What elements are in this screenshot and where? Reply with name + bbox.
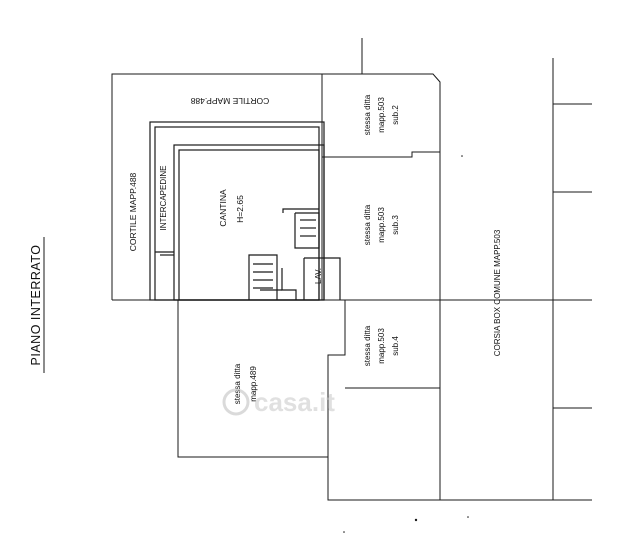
cellar-name-label: CANTINA — [218, 189, 228, 227]
neighbor-sub4: stessa ditta mapp.503 sub.4 — [363, 325, 400, 366]
casa-watermark: casa.it — [222, 387, 335, 417]
neighbor-sub2: stessa ditta mapp.503 sub.2 — [363, 94, 400, 135]
neighbor-line: sub.3 — [391, 215, 400, 235]
corridor-label: CORSIA BOX COMUNE MAPP.503 — [493, 229, 502, 356]
floor-title: PIANO INTERRATO — [29, 245, 43, 366]
neighbor-line: mapp.489 — [249, 366, 258, 402]
neighbor-line: stessa ditta — [363, 325, 372, 366]
cellar-walls — [149, 121, 341, 301]
watermark-text: casa.it — [254, 387, 335, 417]
neighbor-mapp489: stessa ditta mapp.489 — [233, 363, 258, 404]
neighbor-line: mapp.503 — [377, 328, 386, 364]
cellar-height-label: H=2.65 — [235, 195, 245, 223]
neighbor-line: sub.4 — [391, 336, 400, 356]
courtyard-top-label: CORTILE MAPP.488 — [190, 96, 269, 106]
outer-boundary — [111, 73, 441, 300]
neighbor-line: mapp.503 — [377, 97, 386, 133]
laundry-label: LAV. — [314, 268, 323, 284]
neighbor-line: stessa ditta — [233, 363, 242, 404]
neighbor-sub3: stessa ditta mapp.503 sub.3 — [363, 204, 400, 245]
neighbor-line: stessa ditta — [363, 204, 372, 245]
courtyard-left-label: CORTILE MAPP.488 — [128, 172, 138, 251]
scan-dots — [343, 155, 469, 533]
watermark-logo-icon — [222, 388, 250, 416]
neighbor-line: sub.2 — [391, 105, 400, 125]
outlines — [111, 38, 592, 501]
neighbor-line: mapp.503 — [377, 207, 386, 243]
cavity-label: INTERCAPEDINE — [159, 166, 168, 231]
neighbor-line: stessa ditta — [363, 94, 372, 135]
